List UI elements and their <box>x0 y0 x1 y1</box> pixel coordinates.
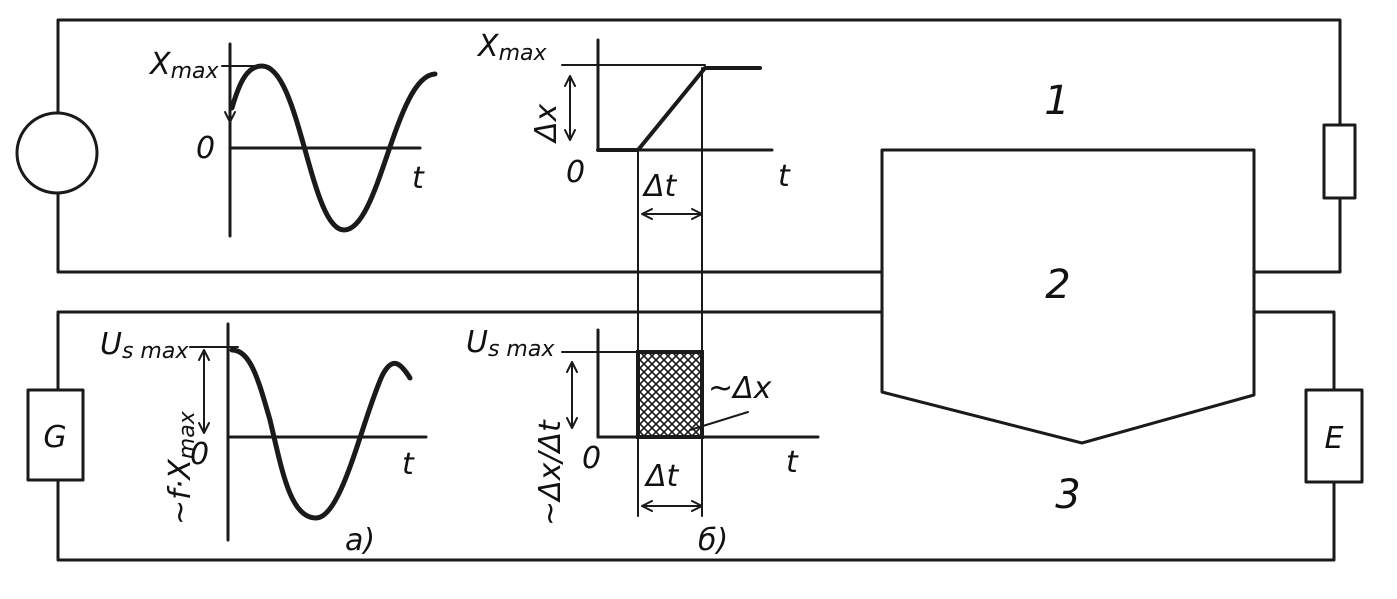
upper-left-return-wire <box>56 192 884 274</box>
panel-b-top-delta-t-arrow <box>641 208 703 220</box>
panel-b-top-delta-t-label: Δt <box>642 169 678 204</box>
generator-label: G <box>43 420 66 455</box>
source-circle-icon <box>15 111 99 195</box>
panel-b-bottom-pulse <box>636 350 704 439</box>
panel-a-bottom-usmax-label: Us max <box>100 327 189 364</box>
panel-b-top-ramp <box>596 66 762 152</box>
meter-label: E <box>1325 421 1344 456</box>
panel-a-top-xmax-label: Xmax <box>148 47 219 84</box>
panel-b-top-xmax-label: Xmax <box>476 29 547 66</box>
panel-b-bottom-origin-label: 0 <box>582 441 601 476</box>
panel-b-bottom-delta-t-arrow <box>641 500 703 512</box>
meter-box: E <box>1304 388 1364 484</box>
panel-b-top-delta-x-label: Δx <box>529 103 564 144</box>
upper-right-return-wire <box>1252 196 1342 274</box>
panel-a-caption: а) <box>345 523 375 558</box>
panel-a-top-origin-label: 0 <box>196 131 215 166</box>
panel-b-bottom-area-leader <box>689 411 749 431</box>
panel-a-bottom-t-label: t <box>402 447 415 482</box>
panel-b-top-origin-label: 0 <box>566 155 585 190</box>
panel-b-bottom-dimension-arrow <box>566 361 578 429</box>
panel-b-caption: б) <box>698 523 728 558</box>
panel-b-top-t-label: t <box>778 159 791 194</box>
generator-box: G <box>26 388 85 482</box>
panel-a-top-plot: Xmax 0 t <box>148 42 438 238</box>
panel-a-bottom-origin-label: 0 <box>190 437 209 472</box>
lower-loop-wire-bottom <box>56 478 1336 562</box>
panel-b-bottom-y-label: ~Δx/Δt <box>533 419 568 526</box>
panel-a-top-sine <box>229 63 438 233</box>
circuit-wires <box>56 18 1342 562</box>
lower-loop-wire-top-left <box>56 310 884 392</box>
panel-a-bottom-dimension-arrow <box>198 349 210 434</box>
region-label-1: 1 <box>1044 78 1069 124</box>
resistor-icon <box>1322 123 1357 200</box>
panel-b-bottom-area-label: ~Δx <box>708 371 772 406</box>
panel-a-bottom-curve <box>229 347 413 521</box>
panel-b-bottom-delta-t-label: Δt <box>644 459 680 494</box>
panel-b-bottom-usmax-label: Us max <box>466 325 555 362</box>
panel-a-bottom-plot: Us max ~f·Xmax 0 t а) <box>100 322 428 558</box>
panel-b-top-plot: Xmax Δx 0 t Δt <box>476 29 791 220</box>
region-label-2: 2 <box>1045 262 1070 308</box>
core-body <box>880 148 1256 445</box>
panel-a-top-arrow <box>224 69 236 123</box>
upper-loop-wire <box>56 18 1342 127</box>
region-label-3: 3 <box>1055 472 1080 518</box>
panel-b-top-delta-x-arrow <box>564 75 576 141</box>
lower-loop-wire-top-right <box>1252 310 1336 392</box>
panel-a-top-t-label: t <box>412 161 425 196</box>
panel-b-bottom-t-label: t <box>786 445 799 480</box>
panel-b-bottom-plot: Us max ~Δx/Δt ~Δx 0 t Δt б) <box>466 325 820 558</box>
panel-a-bottom-y-label: ~f·Xmax <box>163 410 200 525</box>
